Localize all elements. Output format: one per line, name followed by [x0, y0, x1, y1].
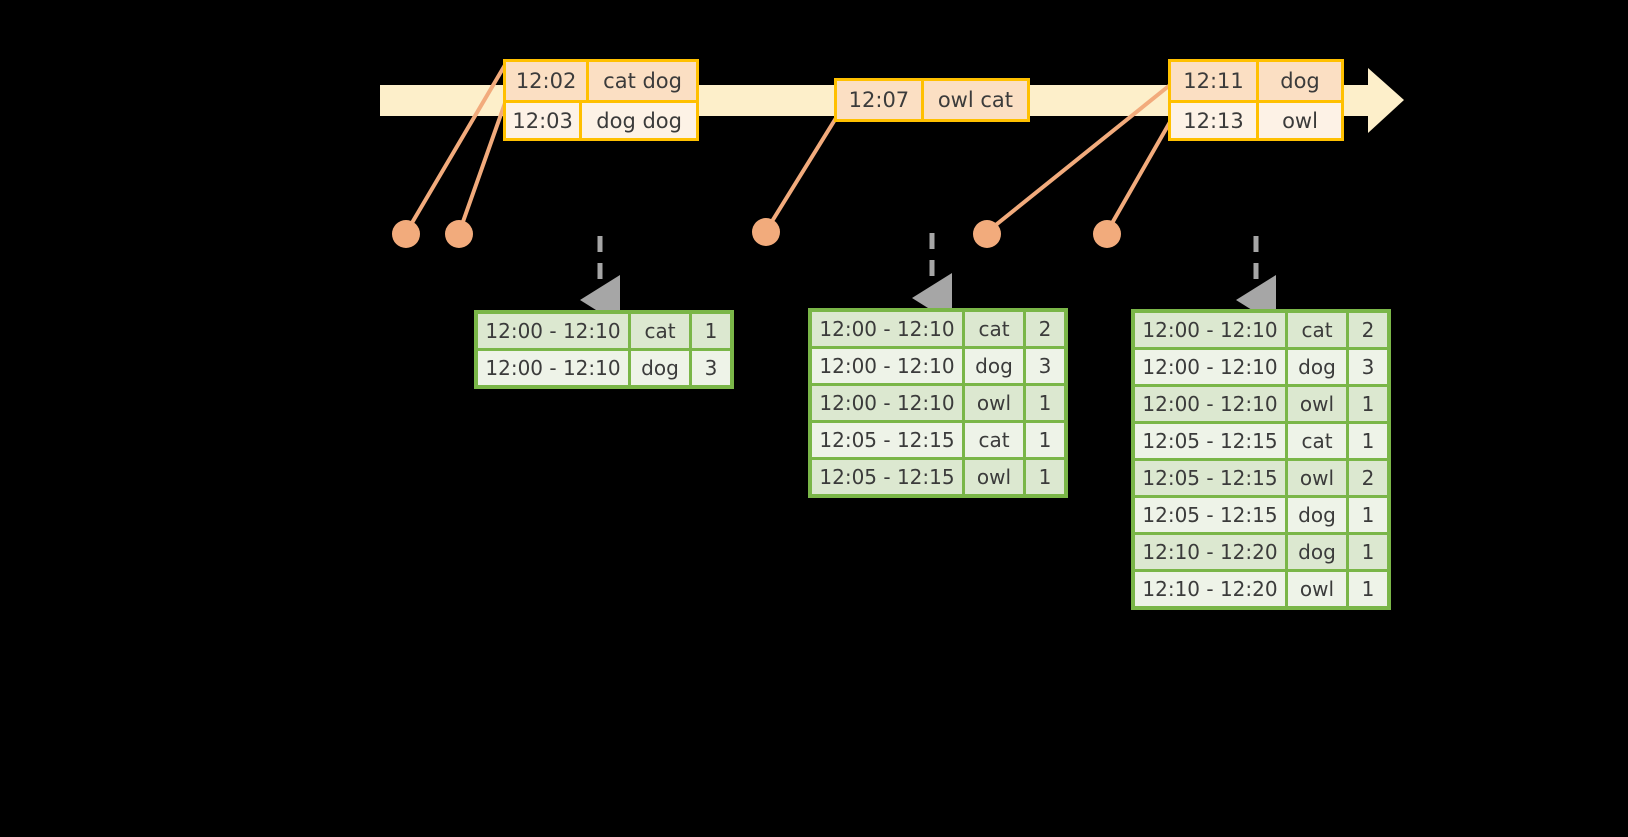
table-cell-window: 12:00 - 12:10	[1135, 313, 1285, 347]
table-cell-window: 12:05 - 12:15	[1135, 424, 1285, 458]
event-time: 12:02	[506, 62, 590, 100]
event-row[interactable]: 12:13 owl	[1171, 100, 1341, 138]
table-cell-count: 1	[1026, 460, 1064, 494]
processing-time-dots	[392, 218, 1121, 248]
dashed-result-arrows	[580, 233, 1276, 325]
table-cell-window: 12:05 - 12:15	[1135, 461, 1285, 495]
table-cell-word: cat	[1288, 313, 1346, 347]
table-cell-window: 12:00 - 12:10	[812, 312, 962, 346]
table-cell-count: 3	[1349, 350, 1387, 384]
event-words: owl cat	[923, 81, 1027, 119]
table-cell-count: 1	[1349, 535, 1387, 569]
table-cell-count: 1	[1026, 423, 1064, 457]
table-cell-count: 1	[1349, 387, 1387, 421]
table-cell-word: cat	[631, 314, 689, 348]
event-time: 12:13	[1171, 103, 1259, 138]
table-cell-window: 12:00 - 12:10	[478, 351, 628, 385]
dot-3	[752, 218, 780, 246]
event-words: cat dog	[589, 62, 696, 100]
event-row[interactable]: 12:02 cat dog	[506, 62, 696, 100]
event-row[interactable]: 12:03 dog dog	[506, 100, 696, 138]
event-group-1[interactable]: 12:02 cat dog 12:03 dog dog	[503, 59, 699, 141]
table-cell-word: owl	[1288, 572, 1346, 606]
dot-5	[1093, 220, 1121, 248]
table-cell-word: owl	[1288, 387, 1346, 421]
event-words: dog dog	[582, 103, 696, 138]
table-cell-word: owl	[1288, 461, 1346, 495]
dot-1	[392, 220, 420, 248]
table-cell-count: 1	[1349, 572, 1387, 606]
event-words: dog	[1259, 62, 1341, 100]
table-cell-word: dog	[1288, 535, 1346, 569]
table-cell-word: cat	[1288, 424, 1346, 458]
table-cell-window: 12:00 - 12:10	[478, 314, 628, 348]
table-cell-window: 12:05 - 12:15	[812, 423, 962, 457]
table-cell-count: 1	[1026, 386, 1064, 420]
event-group-3[interactable]: 12:11 dog 12:13 owl	[1168, 59, 1344, 141]
table-cell-window: 12:10 - 12:20	[1135, 535, 1285, 569]
table-cell-count: 1	[1349, 498, 1387, 532]
table-cell-count: 1	[1349, 424, 1387, 458]
table-cell-word: dog	[965, 349, 1023, 383]
table-cell-count: 3	[692, 351, 730, 385]
table-cell-word: cat	[965, 312, 1023, 346]
table-cell-count: 3	[1026, 349, 1064, 383]
table-cell-count: 2	[1349, 313, 1387, 347]
event-time: 12:03	[506, 103, 583, 138]
table-cell-window: 12:05 - 12:15	[812, 460, 962, 494]
dot-2	[445, 220, 473, 248]
event-time: 12:11	[1171, 62, 1259, 100]
event-row[interactable]: 12:11 dog	[1171, 62, 1341, 100]
table-cell-word: owl	[965, 460, 1023, 494]
event-time: 12:07	[837, 81, 924, 119]
event-group-2[interactable]: 12:07 owl cat	[834, 78, 1030, 122]
table-cell-word: dog	[1288, 350, 1346, 384]
dot-4	[973, 220, 1001, 248]
table-cell-window: 12:10 - 12:20	[1135, 572, 1285, 606]
table-cell-word: cat	[965, 423, 1023, 457]
table-cell-window: 12:05 - 12:15	[1135, 498, 1285, 532]
table-cell-word: dog	[1288, 498, 1346, 532]
table-cell-word: dog	[631, 351, 689, 385]
table-cell-count: 1	[692, 314, 730, 348]
table-cell-window: 12:00 - 12:10	[812, 349, 962, 383]
event-words: owl	[1259, 103, 1341, 138]
table-cell-window: 12:00 - 12:10	[1135, 350, 1285, 384]
table-cell-count: 2	[1349, 461, 1387, 495]
table-cell-word: owl	[965, 386, 1023, 420]
table-cell-count: 2	[1026, 312, 1064, 346]
table-cell-window: 12:00 - 12:10	[1135, 387, 1285, 421]
event-row[interactable]: 12:07 owl cat	[837, 81, 1027, 119]
table-cell-window: 12:00 - 12:10	[812, 386, 962, 420]
